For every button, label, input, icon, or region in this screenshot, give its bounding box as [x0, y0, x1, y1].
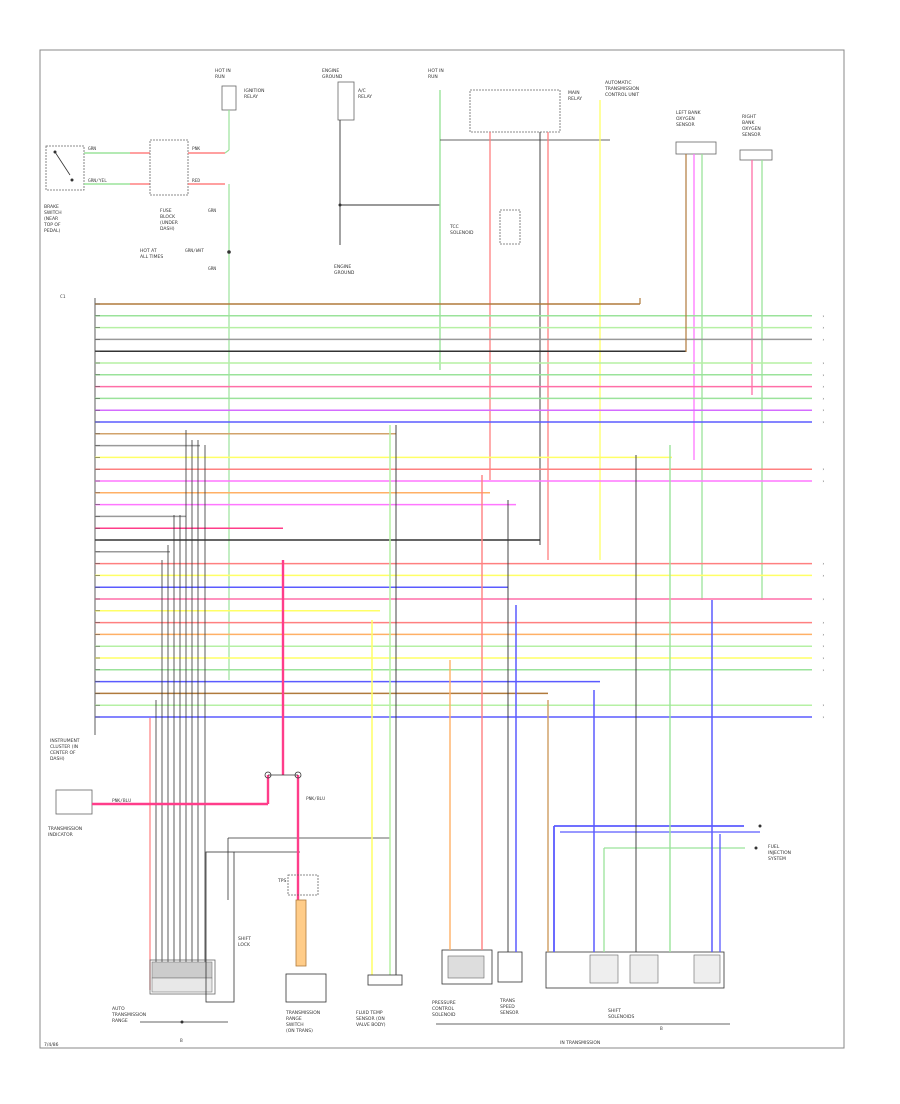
svg-text:GRN/YEL: GRN/YEL	[88, 178, 107, 184]
continuation-arrow: ›	[822, 362, 825, 367]
harness-wires	[95, 154, 812, 718]
continuation-arrow: ›	[822, 574, 825, 579]
svg-text:PNK/BLU: PNK/BLU	[306, 796, 325, 802]
continuation-arrow: ›	[822, 314, 825, 319]
continuation-arrow: ›	[822, 480, 825, 485]
continuation-arrow: ›	[822, 716, 825, 721]
svg-text:IN TRANSMISSION: IN TRANSMISSION	[560, 1040, 600, 1046]
svg-text:RED: RED	[192, 178, 200, 184]
continuation-arrow: ›	[822, 633, 825, 638]
svg-text:GRN: GRN	[88, 146, 96, 152]
svg-text:B: B	[660, 1026, 663, 1032]
continuation-arrow: ›	[822, 621, 825, 626]
continuation-arrow: ›	[822, 421, 825, 426]
continuation-arrow: ›	[822, 409, 825, 414]
continuation-arrow: ›	[822, 657, 825, 662]
continuation-arrow: ›	[822, 668, 825, 673]
footer-code: 7/4/86	[44, 1042, 59, 1048]
svg-text:GRN: GRN	[208, 266, 216, 272]
main-harness: C1	[60, 294, 96, 735]
continuation-arrow: ›	[822, 468, 825, 473]
svg-text:TPS: TPS	[277, 878, 286, 884]
left-bundle	[149, 430, 206, 990]
continuation-arrow: ›	[822, 562, 825, 567]
continuation-arrow: ›	[822, 338, 825, 343]
continuation-arrow: ›	[822, 326, 825, 331]
continuation-arrow: ›	[822, 385, 825, 390]
svg-text:GRN: GRN	[208, 208, 216, 214]
svg-text:PNK: PNK	[192, 146, 200, 152]
svg-text:B: B	[180, 1038, 183, 1044]
continuation-arrow: ›	[822, 645, 825, 650]
diagram-frame	[39, 49, 845, 1049]
continuation-arrow: ›	[822, 598, 825, 603]
right-arrows: › › › › › › › › › › › › › › › › › › › › ›	[822, 314, 825, 720]
continuation-arrow: ›	[822, 373, 825, 378]
continuation-arrow: ›	[822, 397, 825, 402]
svg-text:PNK/BLU: PNK/BLU	[112, 798, 131, 804]
continuation-arrow: ›	[822, 704, 825, 709]
svg-text:C1: C1	[60, 294, 66, 300]
svg-text:GRN/WHT: GRN/WHT	[185, 248, 204, 254]
